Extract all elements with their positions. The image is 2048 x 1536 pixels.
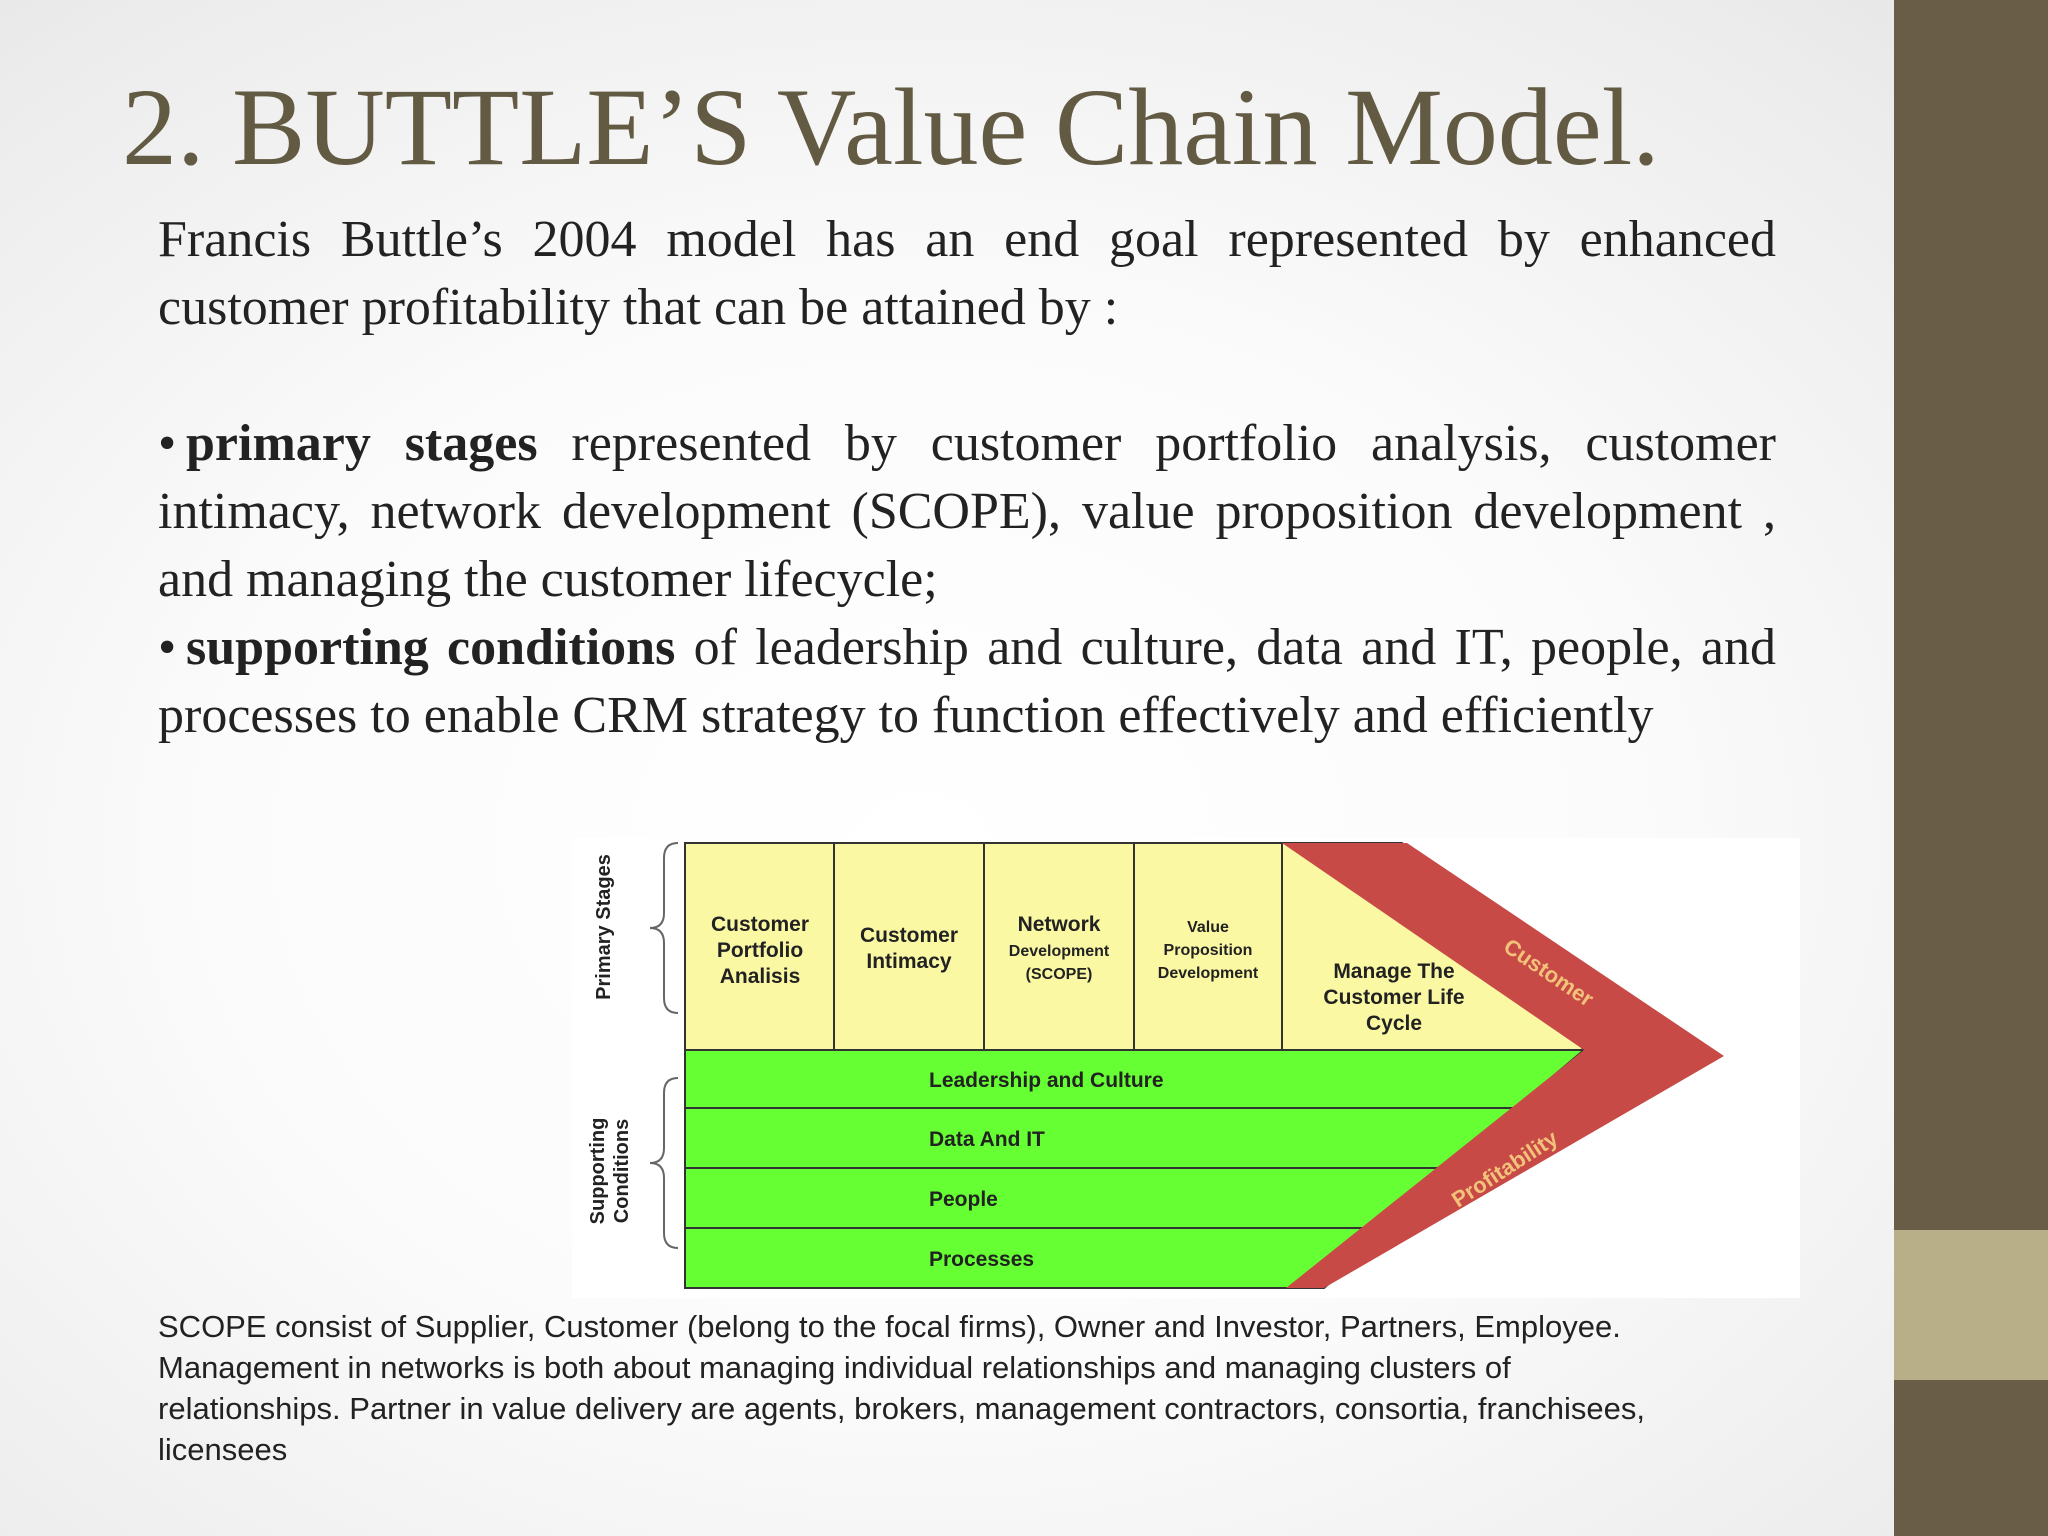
bullet-icon: •	[158, 415, 177, 472]
profitability-chevron	[1282, 843, 1724, 1288]
bullet-text: of leadership and culture, data and IT, …	[158, 619, 1776, 744]
stage-3-line-2: Development	[1009, 943, 1110, 960]
intro-paragraph: Francis Buttle’s 2004 model has an end g…	[158, 211, 1776, 336]
stage-1-line-2: Portfolio	[717, 939, 803, 962]
support-label-1: Leadership and Culture	[929, 1069, 1164, 1092]
stage-1-line-1: Customer	[711, 913, 809, 936]
support-label-2: Data And IT	[929, 1128, 1045, 1151]
footnote-line-1: SCOPE consist of Supplier, Customer (bel…	[158, 1309, 1621, 1344]
bullet-supporting-conditions: •supporting conditions of leadership and…	[158, 614, 1776, 750]
stage-box-portfolio	[684, 842, 835, 1051]
stage-box-value	[1133, 842, 1283, 1051]
support-row-people	[684, 1167, 1458, 1229]
value-chain-diagram: Primary Stages Supporting Conditions Cus…	[572, 838, 1800, 1298]
slide-body: Francis Buttle’s 2004 model has an end g…	[158, 206, 1776, 750]
stage-4-line-1: Value	[1187, 919, 1229, 936]
primary-brace	[649, 842, 679, 1014]
footnote-line-2: Management in networks is both about man…	[158, 1350, 1511, 1385]
footnote-line-3: relationships. Partner in value delivery…	[158, 1391, 1646, 1426]
stage-4-line-2: Proposition	[1164, 942, 1253, 959]
sidebar-accent-band	[1894, 1230, 2048, 1380]
support-label-3: People	[929, 1188, 998, 1211]
supporting-label-line2: Conditions	[611, 1119, 633, 1223]
value-chain-svg: Primary Stages Supporting Conditions Cus…	[572, 838, 1800, 1298]
paragraph-gap	[158, 342, 1776, 410]
slide-title: 2. BUTTLE’S Value Chain Model.	[122, 66, 1660, 188]
stage-2-line-2: Intimacy	[866, 950, 952, 973]
support-row-processes	[684, 1227, 1396, 1289]
support-labels: Leadership and Culture Data And IT Peopl…	[929, 1069, 1164, 1271]
support-row-data-it	[684, 1107, 1518, 1169]
stage-3-line-1: Network	[1018, 913, 1101, 936]
scope-footnote: SCOPE consist of Supplier, Customer (bel…	[158, 1306, 1808, 1470]
stage-5-line-1: Manage The	[1333, 960, 1454, 983]
bullet-bold: primary stages	[186, 415, 538, 472]
supporting-brace	[649, 1077, 679, 1249]
stage-3-line-3: (SCOPE)	[1026, 966, 1093, 983]
primary-stages-label: Primary Stages	[593, 854, 615, 1000]
support-label-4: Processes	[929, 1248, 1034, 1271]
stage-labels: Customer Portfolio Analisis Customer Int…	[711, 913, 1465, 1035]
stage-2-line-1: Customer	[860, 924, 958, 947]
stage-5-line-3: Cycle	[1366, 1012, 1422, 1035]
bullet-icon: •	[158, 619, 177, 676]
stage-1-line-3: Analisis	[720, 965, 801, 988]
stage-5-line-2: Customer Life	[1323, 986, 1464, 1009]
footnote-line-4: licensees	[158, 1432, 288, 1467]
bullet-primary-stages: •primary stages represented by customer …	[158, 410, 1776, 614]
bullet-text: represented by customer portfolio analys…	[158, 415, 1776, 608]
stage-4-line-3: Development	[1158, 965, 1259, 982]
supporting-label-line1: Supporting	[587, 1118, 609, 1225]
bullet-bold: supporting conditions	[186, 619, 676, 676]
